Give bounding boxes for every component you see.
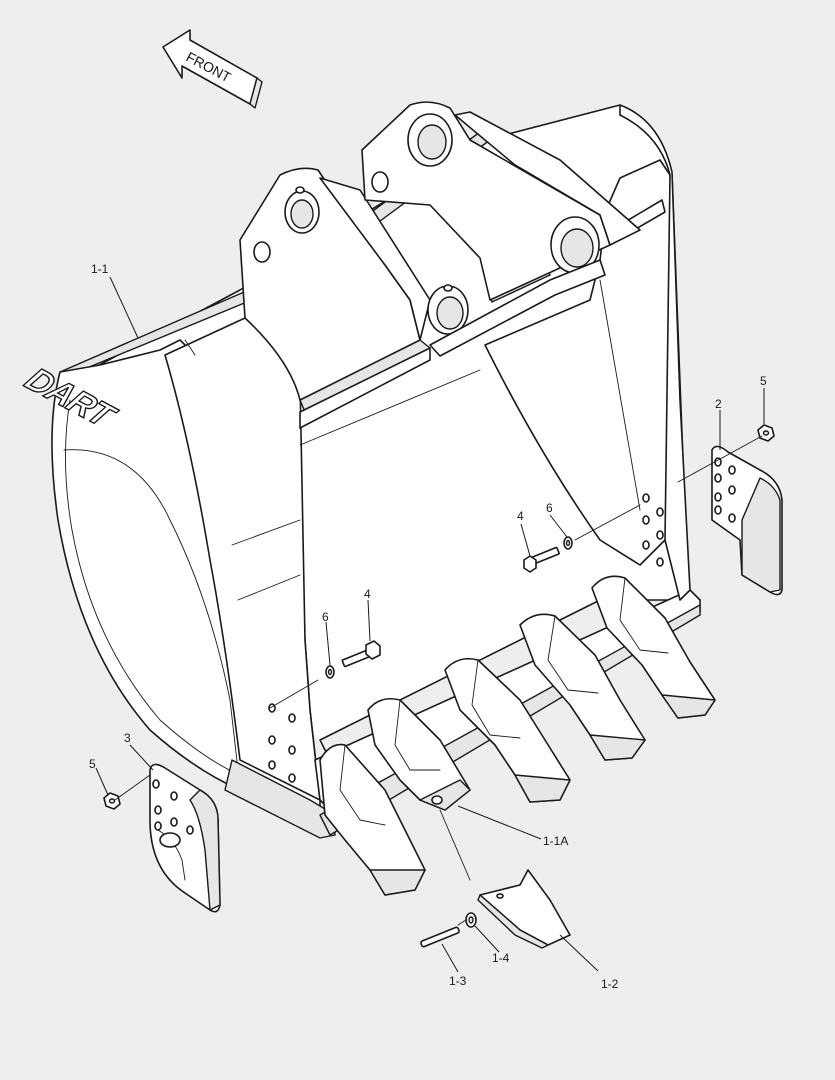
nut-5-right [757, 424, 775, 442]
assembly-centerlines [114, 435, 763, 926]
tooth-3 [444, 657, 571, 803]
callout-6-right: 6 [546, 501, 553, 515]
callout-1-1a: 1-1A [543, 834, 568, 848]
nut-5-left [103, 792, 121, 810]
callout-4-left: 4 [364, 587, 371, 601]
callout-4-right: 4 [517, 509, 524, 523]
right-plate-bolt-holes [642, 493, 664, 567]
washer-1-4 [465, 912, 477, 928]
callout-leaders [95, 276, 765, 973]
tooth-4 [519, 613, 646, 761]
callout-labels: 1-1 1-1A 1-2 1-3 1-4 2 3 4 4 5 5 6 6 [89, 262, 767, 991]
callout-3: 3 [124, 731, 131, 745]
left-mount-bracket [239, 167, 431, 401]
callout-2: 2 [715, 397, 722, 411]
locking-pin-1-3 [420, 926, 460, 948]
callout-6-left: 6 [322, 610, 329, 624]
bolt-4-left [341, 640, 381, 668]
bucket-teeth [319, 575, 716, 896]
side-cutter-2 [711, 445, 783, 596]
washer-6-right [563, 536, 573, 550]
hinge-tube [429, 259, 606, 357]
callout-1-4: 1-4 [492, 951, 510, 965]
tooth-tip-1-2 [477, 869, 571, 949]
callout-1-2: 1-2 [601, 977, 619, 991]
callout-1-3: 1-3 [449, 974, 467, 988]
washer-6-left [325, 665, 335, 679]
tooth-1 [319, 743, 426, 896]
tooth-5 [591, 575, 716, 719]
right-mount-bracket [361, 101, 641, 335]
side-cutter-3 [149, 763, 221, 913]
callout-5-left: 5 [89, 757, 96, 771]
callout-1-1: 1-1 [91, 262, 109, 276]
callout-5-right: 5 [760, 374, 767, 388]
front-direction-arrow: FRONT [162, 29, 263, 109]
